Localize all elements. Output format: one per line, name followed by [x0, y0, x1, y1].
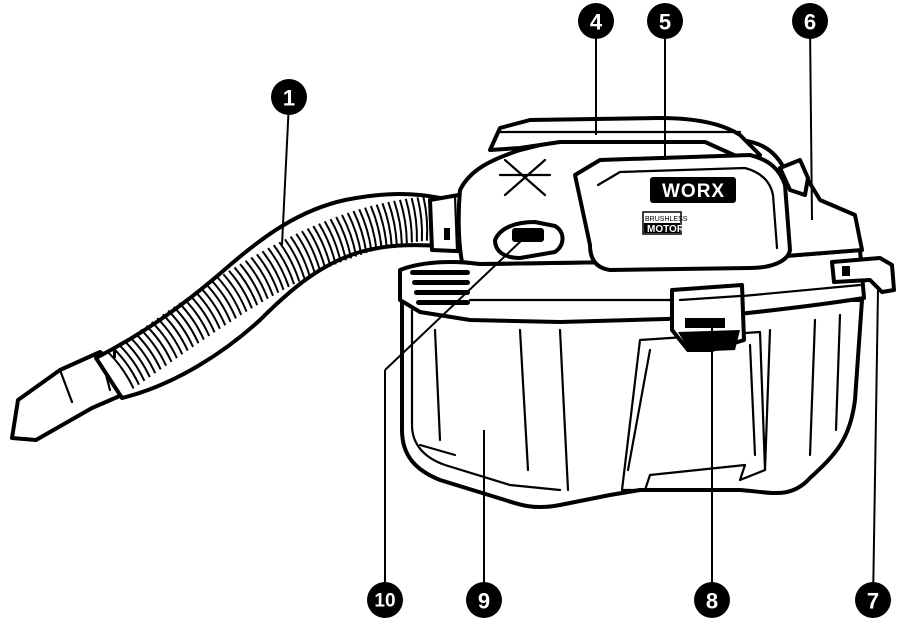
callout-5: 5: [647, 3, 683, 39]
hose-rib: [167, 309, 194, 348]
callout-10-label: 10: [374, 591, 395, 612]
hose-rib: [301, 230, 322, 272]
callout-8-label: 8: [706, 589, 718, 614]
motor-badge-line2: MOTOR: [647, 224, 685, 235]
hose-rib: [239, 263, 264, 303]
callout-7-label: 7: [867, 589, 879, 614]
hose-rib: [399, 199, 408, 244]
hose-rib: [183, 298, 211, 337]
motor-badge: BRUSHLESS MOTOR: [642, 211, 688, 235]
hose-rib: [107, 351, 135, 389]
hose-rib: [278, 241, 301, 282]
front-latch[interactable]: [670, 283, 746, 352]
hose-rib: [145, 325, 173, 363]
vacuum-body: WORX BRUSHLESS MOTOR: [398, 116, 896, 510]
side-cap: [778, 158, 810, 197]
hose-rib: [222, 273, 248, 313]
hose-rib: [129, 336, 157, 374]
hose-rib: [250, 256, 274, 297]
battery-cover: [573, 153, 792, 272]
leader-lines: [281, 25, 879, 604]
callout-1: 1: [271, 79, 307, 115]
hose-rib: [134, 332, 162, 370]
hose-rib: [289, 235, 311, 277]
hose-rib: [416, 197, 424, 242]
callout-10: 10: [367, 582, 403, 618]
hose-rib: [381, 202, 393, 247]
brand-plate: WORX: [650, 177, 736, 203]
callout-6: 6: [792, 3, 828, 39]
hose-rib: [228, 270, 253, 309]
hose-rib: [312, 225, 332, 267]
hose-rib: [352, 210, 368, 254]
hose-rib: [422, 196, 429, 241]
callout-9-label: 9: [478, 589, 490, 614]
callout-7: 7: [855, 582, 891, 618]
hose-rib: [261, 250, 285, 291]
hose-rib: [172, 306, 200, 344]
callout-9: 9: [466, 582, 502, 618]
hose-rib: [329, 218, 347, 261]
hose-rib: [375, 204, 388, 248]
hose-rib: [284, 238, 306, 280]
callout-5-label: 5: [659, 10, 671, 35]
hose-rib: [306, 228, 327, 270]
hose-rib: [369, 205, 383, 249]
side-vents: [410, 270, 470, 305]
hose-rib: [387, 201, 398, 246]
hose-rib: [267, 247, 290, 288]
hose-rib: [393, 200, 403, 245]
hose-rib: [244, 260, 269, 300]
hose-rib: [404, 198, 413, 243]
hose-rib: [318, 223, 337, 265]
brand-text: WORX: [662, 181, 725, 202]
hose-rib: [272, 244, 295, 285]
carry-handle: [488, 116, 762, 162]
hose-rib: [211, 280, 237, 319]
callout-1-label: 1: [283, 86, 295, 111]
hose-rib: [123, 340, 151, 378]
hose-rib: [178, 302, 205, 341]
hose-rib: [206, 284, 232, 323]
hose-rib: [364, 207, 378, 251]
hose-rib: [194, 291, 221, 330]
hose-rib: [295, 233, 316, 274]
hose-rib: [341, 214, 358, 257]
motor-badge-line1: BRUSHLESS: [645, 216, 688, 223]
callout-4: 4: [578, 3, 614, 39]
hose-rib: [233, 266, 259, 306]
hose-rib: [346, 212, 363, 255]
callout-4-label: 4: [590, 10, 603, 35]
hose-rib: [358, 208, 373, 252]
hose-rib: [323, 220, 342, 263]
callout-6-label: 6: [804, 10, 816, 35]
hose-rib: [217, 277, 243, 316]
hose-rib: [335, 216, 353, 259]
hose-rib: [156, 317, 184, 355]
hose-rib: [200, 287, 227, 326]
side-latch[interactable]: [830, 256, 896, 294]
hose-rib: [118, 344, 146, 382]
hose-rib: [151, 321, 178, 359]
hose-rib: [410, 197, 418, 242]
power-switch[interactable]: [493, 220, 565, 260]
hose-rib: [189, 295, 216, 333]
hose-rib: [140, 328, 167, 367]
callout-8: 8: [694, 582, 730, 618]
hose-rib: [112, 347, 140, 386]
hose-rib: [162, 313, 189, 352]
hose-rib: [256, 253, 280, 294]
